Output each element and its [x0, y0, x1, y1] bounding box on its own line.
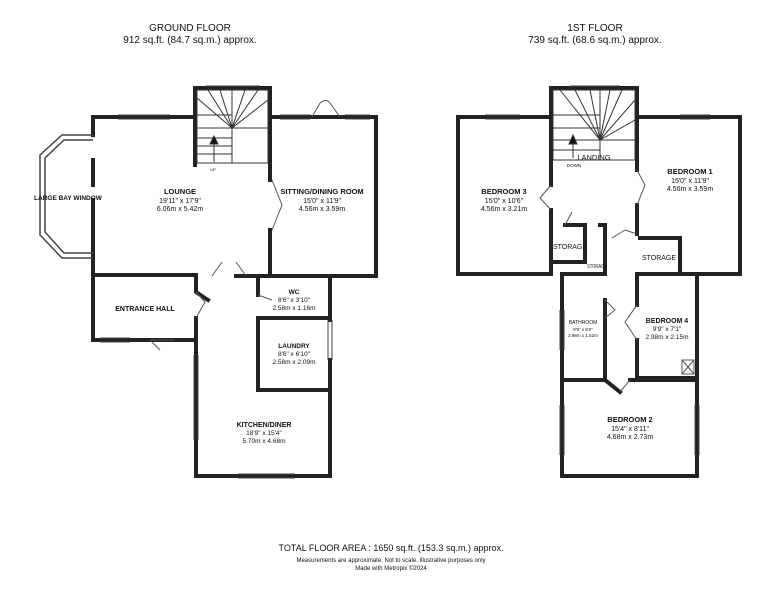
svg-text:BATHROOM: BATHROOM	[569, 320, 598, 326]
room-laundry: LAUNDRY 8'6" x 6'10" 2.58m x 2.09m	[273, 343, 316, 366]
svg-text:ENTRANCE HALL: ENTRANCE HALL	[115, 306, 175, 313]
stair-down-label: DOWN	[567, 163, 581, 168]
svg-text:2.58m x 2.09m: 2.58m x 2.09m	[273, 359, 316, 366]
svg-text:18'9" x 15'4": 18'9" x 15'4"	[246, 430, 282, 437]
ground-floor-title: GROUND FLOOR	[149, 23, 231, 34]
svg-text:9'9" x 5'0": 9'9" x 5'0"	[573, 327, 593, 332]
svg-text:5.70m x 4.68m: 5.70m x 4.68m	[243, 438, 286, 445]
svg-text:WC: WC	[289, 289, 300, 296]
room-landing: LANDING	[577, 153, 611, 162]
ground-floor-area: 912 sq.ft. (84.7 sq.m.) approx.	[123, 35, 257, 46]
ground-floor-walls	[91, 86, 378, 478]
ground-floor-stairs	[196, 89, 269, 164]
svg-text:BEDROOM 2: BEDROOM 2	[607, 415, 652, 424]
svg-text:SITTING/DINING ROOM: SITTING/DINING ROOM	[280, 187, 363, 196]
svg-text:LANDING: LANDING	[577, 153, 611, 162]
ground-floor-heading: GROUND FLOOR 912 sq.ft. (84.7 sq.m.) app…	[100, 23, 280, 47]
svg-text:2.98m x 1.52m: 2.98m x 1.52m	[568, 333, 598, 338]
room-kitchen-diner: KITCHEN/DINER 18'9" x 15'4" 5.70m x 4.68…	[237, 422, 292, 445]
svg-text:BEDROOM 4: BEDROOM 4	[646, 318, 689, 325]
room-bedroom-3: BEDROOM 3 15'0" x 10'6" 4.56m x 3.21m	[481, 187, 527, 213]
first-floor-title: 1ST FLOOR	[567, 23, 623, 34]
svg-text:4.56m x 3.59m: 4.56m x 3.59m	[667, 186, 713, 193]
svg-text:4.56m x 3.59m: 4.56m x 3.59m	[299, 206, 345, 213]
doors	[149, 100, 646, 393]
first-floor-walls	[456, 86, 742, 478]
room-bathroom: BATHROOM 9'9" x 5'0" 2.98m x 1.52m	[568, 320, 598, 338]
svg-text:STORAGE: STORAGE	[553, 244, 587, 251]
svg-text:15'4" x 8'11": 15'4" x 8'11"	[611, 426, 649, 433]
svg-text:15'0" x 11'9": 15'0" x 11'9"	[671, 178, 709, 185]
bay-window	[39, 134, 93, 259]
room-wc: WC 8'6" x 3'10" 2.58m x 1.16m	[273, 289, 316, 312]
svg-text:4.68m x 2.73m: 4.68m x 2.73m	[607, 434, 653, 441]
svg-text:2.98m x 2.15m: 2.98m x 2.15m	[646, 334, 689, 341]
disclaimer: Measurements are approximate. Not to sca…	[296, 558, 486, 564]
stair-up-label: UP	[210, 167, 216, 172]
svg-text:15'0" x 10'6": 15'0" x 10'6"	[485, 198, 524, 205]
credit: Made with Metropix ©2024	[355, 566, 427, 572]
room-storage-3: STORAGE	[642, 255, 676, 262]
svg-text:4.56m x 3.21m: 4.56m x 3.21m	[481, 206, 527, 213]
first-floor-stairs	[552, 89, 636, 161]
svg-text:STORAGE: STORAGE	[642, 255, 676, 262]
svg-text:19'11" x 17'9": 19'11" x 17'9"	[159, 198, 201, 205]
room-bedroom-4: BEDROOM 4 9'9" x 7'1" 2.98m x 2.15m	[646, 318, 689, 341]
cupboard-marker	[681, 359, 695, 375]
first-floor-heading: 1ST FLOOR 739 sq.ft. (68.6 sq.m.) approx…	[495, 23, 695, 47]
room-sitting-dining: SITTING/DINING ROOM 15'0" x 11'9" 4.56m …	[280, 187, 363, 213]
first-floor-area: 739 sq.ft. (68.6 sq.m.) approx.	[528, 35, 662, 46]
svg-text:6.06m x 5.42m: 6.06m x 5.42m	[157, 206, 203, 213]
room-entrance-hall: ENTRANCE HALL	[115, 306, 175, 313]
svg-text:STORAGE: STORAGE	[587, 264, 608, 270]
svg-text:15'0" x 11'9": 15'0" x 11'9"	[303, 198, 341, 205]
svg-text:KITCHEN/DINER: KITCHEN/DINER	[237, 422, 292, 429]
svg-text:8'6" x 3'10": 8'6" x 3'10"	[278, 297, 311, 304]
svg-text:BEDROOM 1: BEDROOM 1	[667, 167, 712, 176]
room-storage-2: STORAGE	[587, 264, 608, 270]
room-bedroom-2: BEDROOM 2 15'4" x 8'11" 4.68m x 2.73m	[607, 415, 653, 441]
room-large-bay-window: LARGE BAY WINDOW	[34, 195, 103, 202]
total-floor-area: TOTAL FLOOR AREA : 1650 sq.ft. (153.3 sq…	[278, 543, 504, 553]
room-storage-1: STORAGE	[553, 244, 587, 251]
svg-text:BEDROOM 3: BEDROOM 3	[481, 187, 526, 196]
room-lounge: LOUNGE 19'11" x 17'9" 6.06m x 5.42m	[157, 187, 203, 213]
svg-text:LARGE BAY WINDOW: LARGE BAY WINDOW	[34, 195, 103, 202]
svg-text:LOUNGE: LOUNGE	[164, 187, 196, 196]
room-bedroom-1: BEDROOM 1 15'0" x 11'9" 4.56m x 3.59m	[667, 167, 713, 193]
svg-text:9'9" x 7'1": 9'9" x 7'1"	[653, 326, 682, 333]
svg-text:2.58m x 1.16m: 2.58m x 1.16m	[273, 305, 316, 312]
svg-text:LAUNDRY: LAUNDRY	[278, 343, 310, 350]
svg-text:8'6" x 6'10": 8'6" x 6'10"	[278, 351, 311, 358]
